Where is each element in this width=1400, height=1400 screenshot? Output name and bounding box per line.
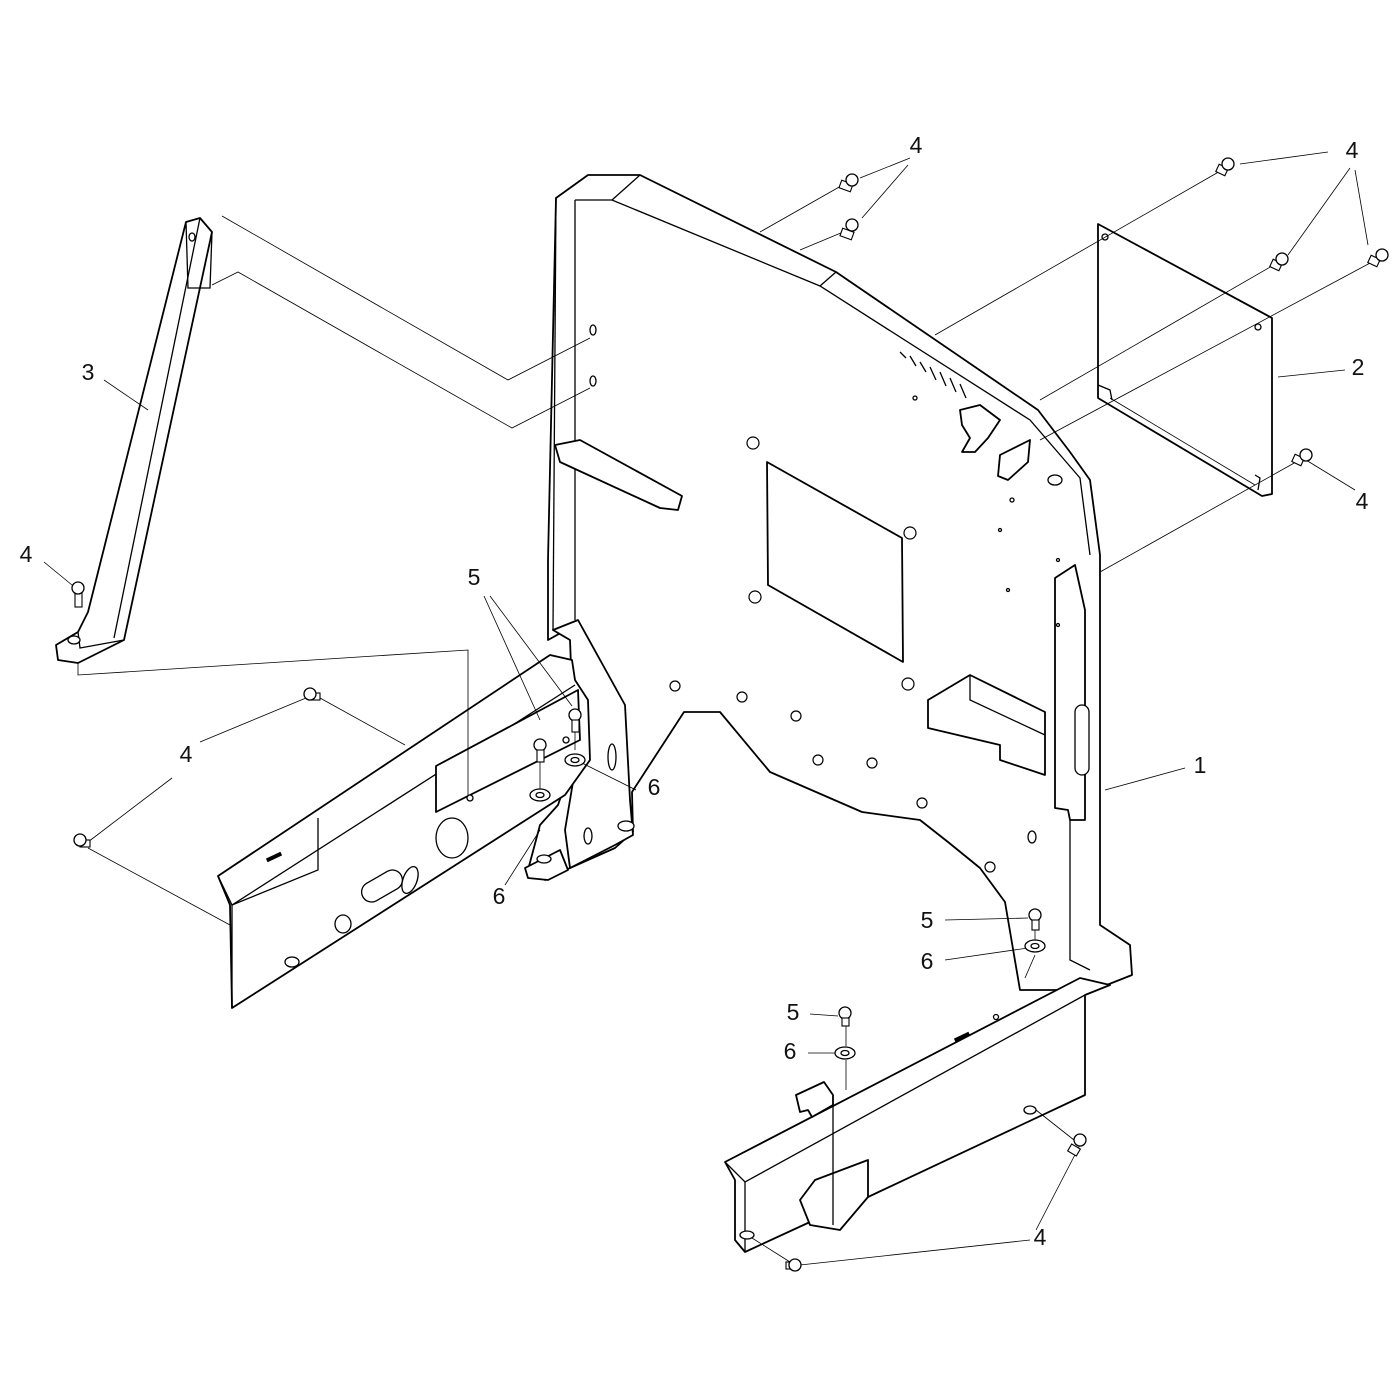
callout-labels: 1 2 3 4 4 4 4 4 4 5 5 5 6 6 6 6 — [20, 132, 1369, 1250]
frame-nuts — [422, 436, 996, 873]
callout-3: 3 — [82, 359, 95, 385]
brace-top-hole — [188, 232, 196, 242]
frame-holes — [589, 324, 1061, 844]
callout-2: 2 — [1352, 354, 1365, 380]
callout-6: 6 — [648, 774, 661, 800]
brace-part-3 — [55, 217, 213, 664]
washer-icon — [529, 788, 551, 802]
bolt-icon — [838, 1006, 852, 1027]
bolt-icon — [1028, 908, 1042, 931]
left-base-channel — [217, 654, 591, 1009]
right-base-channel — [724, 977, 1111, 1253]
bolt-icon — [785, 1258, 802, 1272]
bolt-icon — [1269, 252, 1289, 272]
bolts-part-5 — [533, 708, 1042, 1027]
callout-4: 4 — [1346, 137, 1359, 163]
washer-icon — [1024, 939, 1046, 953]
bolt-icon — [1066, 1133, 1087, 1157]
callout-4: 4 — [1356, 488, 1369, 514]
callout-4: 4 — [910, 132, 923, 158]
washer-icon — [834, 1046, 856, 1060]
bolt-icon — [568, 708, 582, 733]
bolt-icon — [839, 218, 859, 241]
callout-1: 1 — [1194, 752, 1207, 778]
bolt-icon — [1215, 157, 1235, 177]
washers-part-6 — [529, 753, 1046, 1060]
callout-6: 6 — [784, 1038, 797, 1064]
callout-6: 6 — [493, 883, 506, 909]
callout-6: 6 — [921, 948, 934, 974]
bolt-icon — [73, 833, 91, 848]
bolt-icon — [71, 581, 85, 608]
callout-5: 5 — [468, 564, 481, 590]
bolt-icon — [1367, 248, 1389, 268]
callout-4: 4 — [20, 541, 33, 567]
brace-slot — [67, 635, 81, 645]
bolt-icon — [303, 687, 321, 701]
callout-4: 4 — [180, 741, 193, 767]
leader-lines — [43, 151, 1373, 1266]
cover-plate-part-2 — [1097, 223, 1273, 497]
callout-5: 5 — [921, 907, 934, 933]
bolt-icon — [1291, 448, 1313, 467]
callout-5: 5 — [787, 999, 800, 1025]
frame-part-1 — [422, 174, 1133, 991]
vent-slots — [899, 351, 967, 399]
bolt-icon — [838, 173, 859, 193]
callout-4: 4 — [1034, 1224, 1047, 1250]
bolt-icon — [533, 738, 547, 763]
bolts-part-4 — [71, 157, 1389, 1272]
washer-icon — [564, 753, 586, 767]
